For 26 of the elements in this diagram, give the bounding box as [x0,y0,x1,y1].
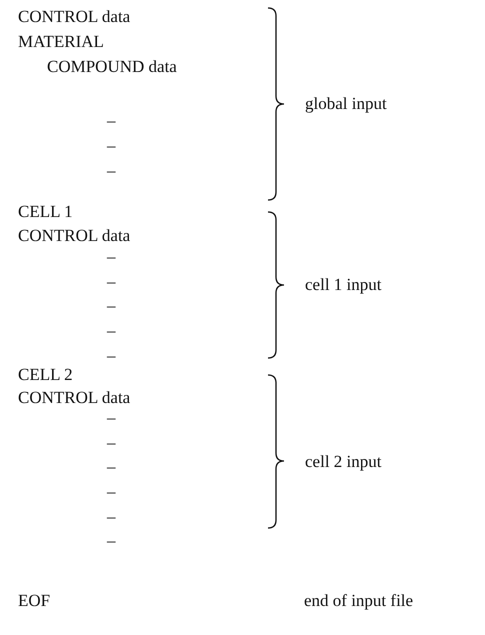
text-label: CONTROL data [18,226,130,246]
dash-mark: – [107,247,116,267]
text-label: MATERIAL [18,32,104,52]
text-label: CONTROL data [18,388,130,408]
dash-mark: – [107,161,116,181]
dash-mark: – [107,346,116,366]
text-label: CELL 2 [18,365,73,385]
dash-mark: – [107,408,116,428]
dash-mark: – [107,433,116,453]
dash-mark: – [107,296,116,316]
text-label: global input [305,94,387,114]
dash-mark: – [107,111,116,131]
dash-mark: – [107,482,116,502]
text-label: cell 1 input [305,275,382,295]
dash-mark: – [107,321,116,341]
text-label: CELL 1 [18,202,73,222]
dash-mark: – [107,457,116,477]
dash-mark: – [107,272,116,292]
text-label: CONTROL data [18,7,130,27]
dash-mark: – [107,136,116,156]
text-label: EOF [18,591,50,611]
dash-mark: – [107,531,116,551]
dash-mark: – [107,507,116,527]
text-label: COMPOUND data [47,57,177,77]
text-label: cell 2 input [305,452,382,472]
text-label: end of input file [304,591,414,611]
